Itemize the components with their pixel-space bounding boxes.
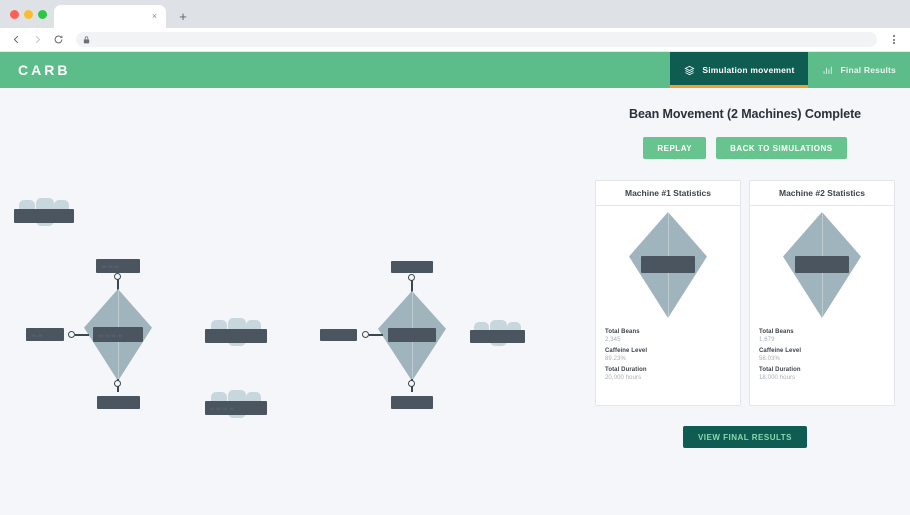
machine-1-center-bar[interactable]: — — — —: [93, 327, 143, 342]
view-final-results-button[interactable]: VIEW FINAL RESULTS: [682, 426, 808, 448]
machine-2-top-joint[interactable]: [408, 274, 415, 281]
machine-1-left-joint[interactable]: [68, 331, 75, 338]
minimize-window-button[interactable]: [24, 9, 33, 19]
stat-label: Total Beans: [759, 329, 794, 335]
machine-diamond-icon: [629, 212, 707, 318]
back-to-simulations-button[interactable]: BACK TO SIMULATIONS: [716, 137, 847, 159]
browser-tabstrip: × +: [0, 0, 910, 28]
bean-stack[interactable]: [205, 318, 267, 350]
machine-2-statistics-card: Machine #2 Statistics Total Beans 1,679 …: [749, 180, 895, 406]
replay-button[interactable]: REPLAY: [643, 137, 707, 159]
back-arrow-icon[interactable]: [8, 31, 25, 48]
forward-arrow-icon[interactable]: [29, 31, 46, 48]
window-controls: [8, 0, 54, 28]
machine-2-card-figure: [750, 206, 894, 324]
machine-2-left-joint[interactable]: [362, 331, 369, 338]
stat-label: Total Duration: [605, 367, 647, 373]
browser-tab[interactable]: ×: [54, 5, 166, 28]
machine-2-left-connector: [369, 334, 383, 336]
machine-1-card-figure: [596, 206, 740, 324]
bean-stack[interactable]: — — — —: [205, 390, 267, 422]
browser-toolbar: [0, 28, 910, 52]
reload-icon[interactable]: [50, 31, 67, 48]
stat-value: 18,000 hours: [759, 375, 796, 381]
stat-label: Caffeine Level: [759, 348, 802, 354]
bean-stack[interactable]: [470, 320, 525, 350]
tab-final-results[interactable]: Final Results: [808, 52, 910, 88]
stat-value: 89.23%: [605, 356, 626, 362]
panel-actions: REPLAY BACK TO SIMULATIONS: [580, 137, 910, 159]
machine-1-bottom-joint[interactable]: [114, 380, 121, 387]
stat-label: Total Beans: [605, 329, 640, 335]
simulation-diagram: — — — — — — — — —: [0, 88, 580, 515]
machine-diamond-icon: [783, 212, 861, 318]
bean-stack-label: — — — —: [210, 405, 235, 411]
stat-value: 2,345: [605, 337, 621, 343]
tab-simulation-movement-label: Simulation movement: [702, 65, 795, 75]
close-icon[interactable]: ×: [151, 11, 158, 21]
app-header: CARB Simulation movement F: [0, 52, 910, 88]
stat-label: Total Duration: [759, 367, 801, 373]
machine-2-bottom-joint[interactable]: [408, 380, 415, 387]
stat-label: Caffeine Level: [605, 348, 648, 354]
tab-simulation-movement[interactable]: Simulation movement: [670, 52, 809, 88]
page-title: Bean Movement (2 Machines) Complete: [629, 107, 861, 121]
machine-1-left-bar[interactable]: — —: [26, 328, 64, 341]
machine-1-stats: Total Beans 2,345 Caffeine Level 89.23% …: [596, 324, 740, 381]
app-nav: Simulation movement Final Results: [670, 52, 910, 88]
machine-2-stats: Total Beans 1,679 Caffeine Level 58.03% …: [750, 324, 894, 381]
app-logo: CARB: [18, 62, 71, 78]
stat-value: 1,679: [759, 337, 775, 343]
stat-value: 20,000 hours: [605, 375, 642, 381]
address-bar[interactable]: [76, 32, 877, 47]
browser-tab-title: [63, 13, 145, 20]
lock-icon: [83, 31, 90, 49]
machine-1-statistics-card: Machine #1 Statistics Total Beans 2,345 …: [595, 180, 741, 406]
machine-1-bottom-bar[interactable]: [97, 396, 140, 409]
bar-chart-icon: [822, 65, 833, 76]
tab-final-results-label: Final Results: [840, 65, 896, 75]
layers-icon: [684, 65, 695, 76]
machine-1-top-joint[interactable]: [114, 273, 121, 280]
machine-1-top-bar[interactable]: — — —: [96, 259, 140, 273]
final-action-row: VIEW FINAL RESULTS: [580, 426, 910, 448]
machine-2-top-connector: [411, 278, 413, 294]
statistics-cards: Machine #1 Statistics Total Beans 2,345 …: [580, 180, 910, 406]
three-dot-menu-icon[interactable]: [886, 31, 902, 48]
machine-1-left-connector: [75, 334, 89, 336]
results-panel: Bean Movement (2 Machines) Complete REPL…: [580, 88, 910, 515]
machine-1-top-connector: [117, 277, 119, 294]
machine-2-top-bar[interactable]: [391, 261, 433, 273]
bean-stack[interactable]: [14, 198, 74, 230]
machine-2-left-bar[interactable]: [320, 329, 357, 341]
stat-value: 58.03%: [759, 356, 780, 362]
page-body: — — — — — — — — —: [0, 88, 910, 515]
maximize-window-button[interactable]: [38, 9, 47, 19]
machine-2-center-bar[interactable]: [388, 328, 436, 342]
bean-stack-label: [19, 214, 69, 219]
new-tab-button[interactable]: +: [179, 8, 187, 24]
machine-2-card-title: Machine #2 Statistics: [750, 181, 894, 206]
close-window-button[interactable]: [10, 9, 19, 19]
machine-1-card-title: Machine #1 Statistics: [596, 181, 740, 206]
machine-2-bottom-bar[interactable]: [391, 396, 433, 409]
